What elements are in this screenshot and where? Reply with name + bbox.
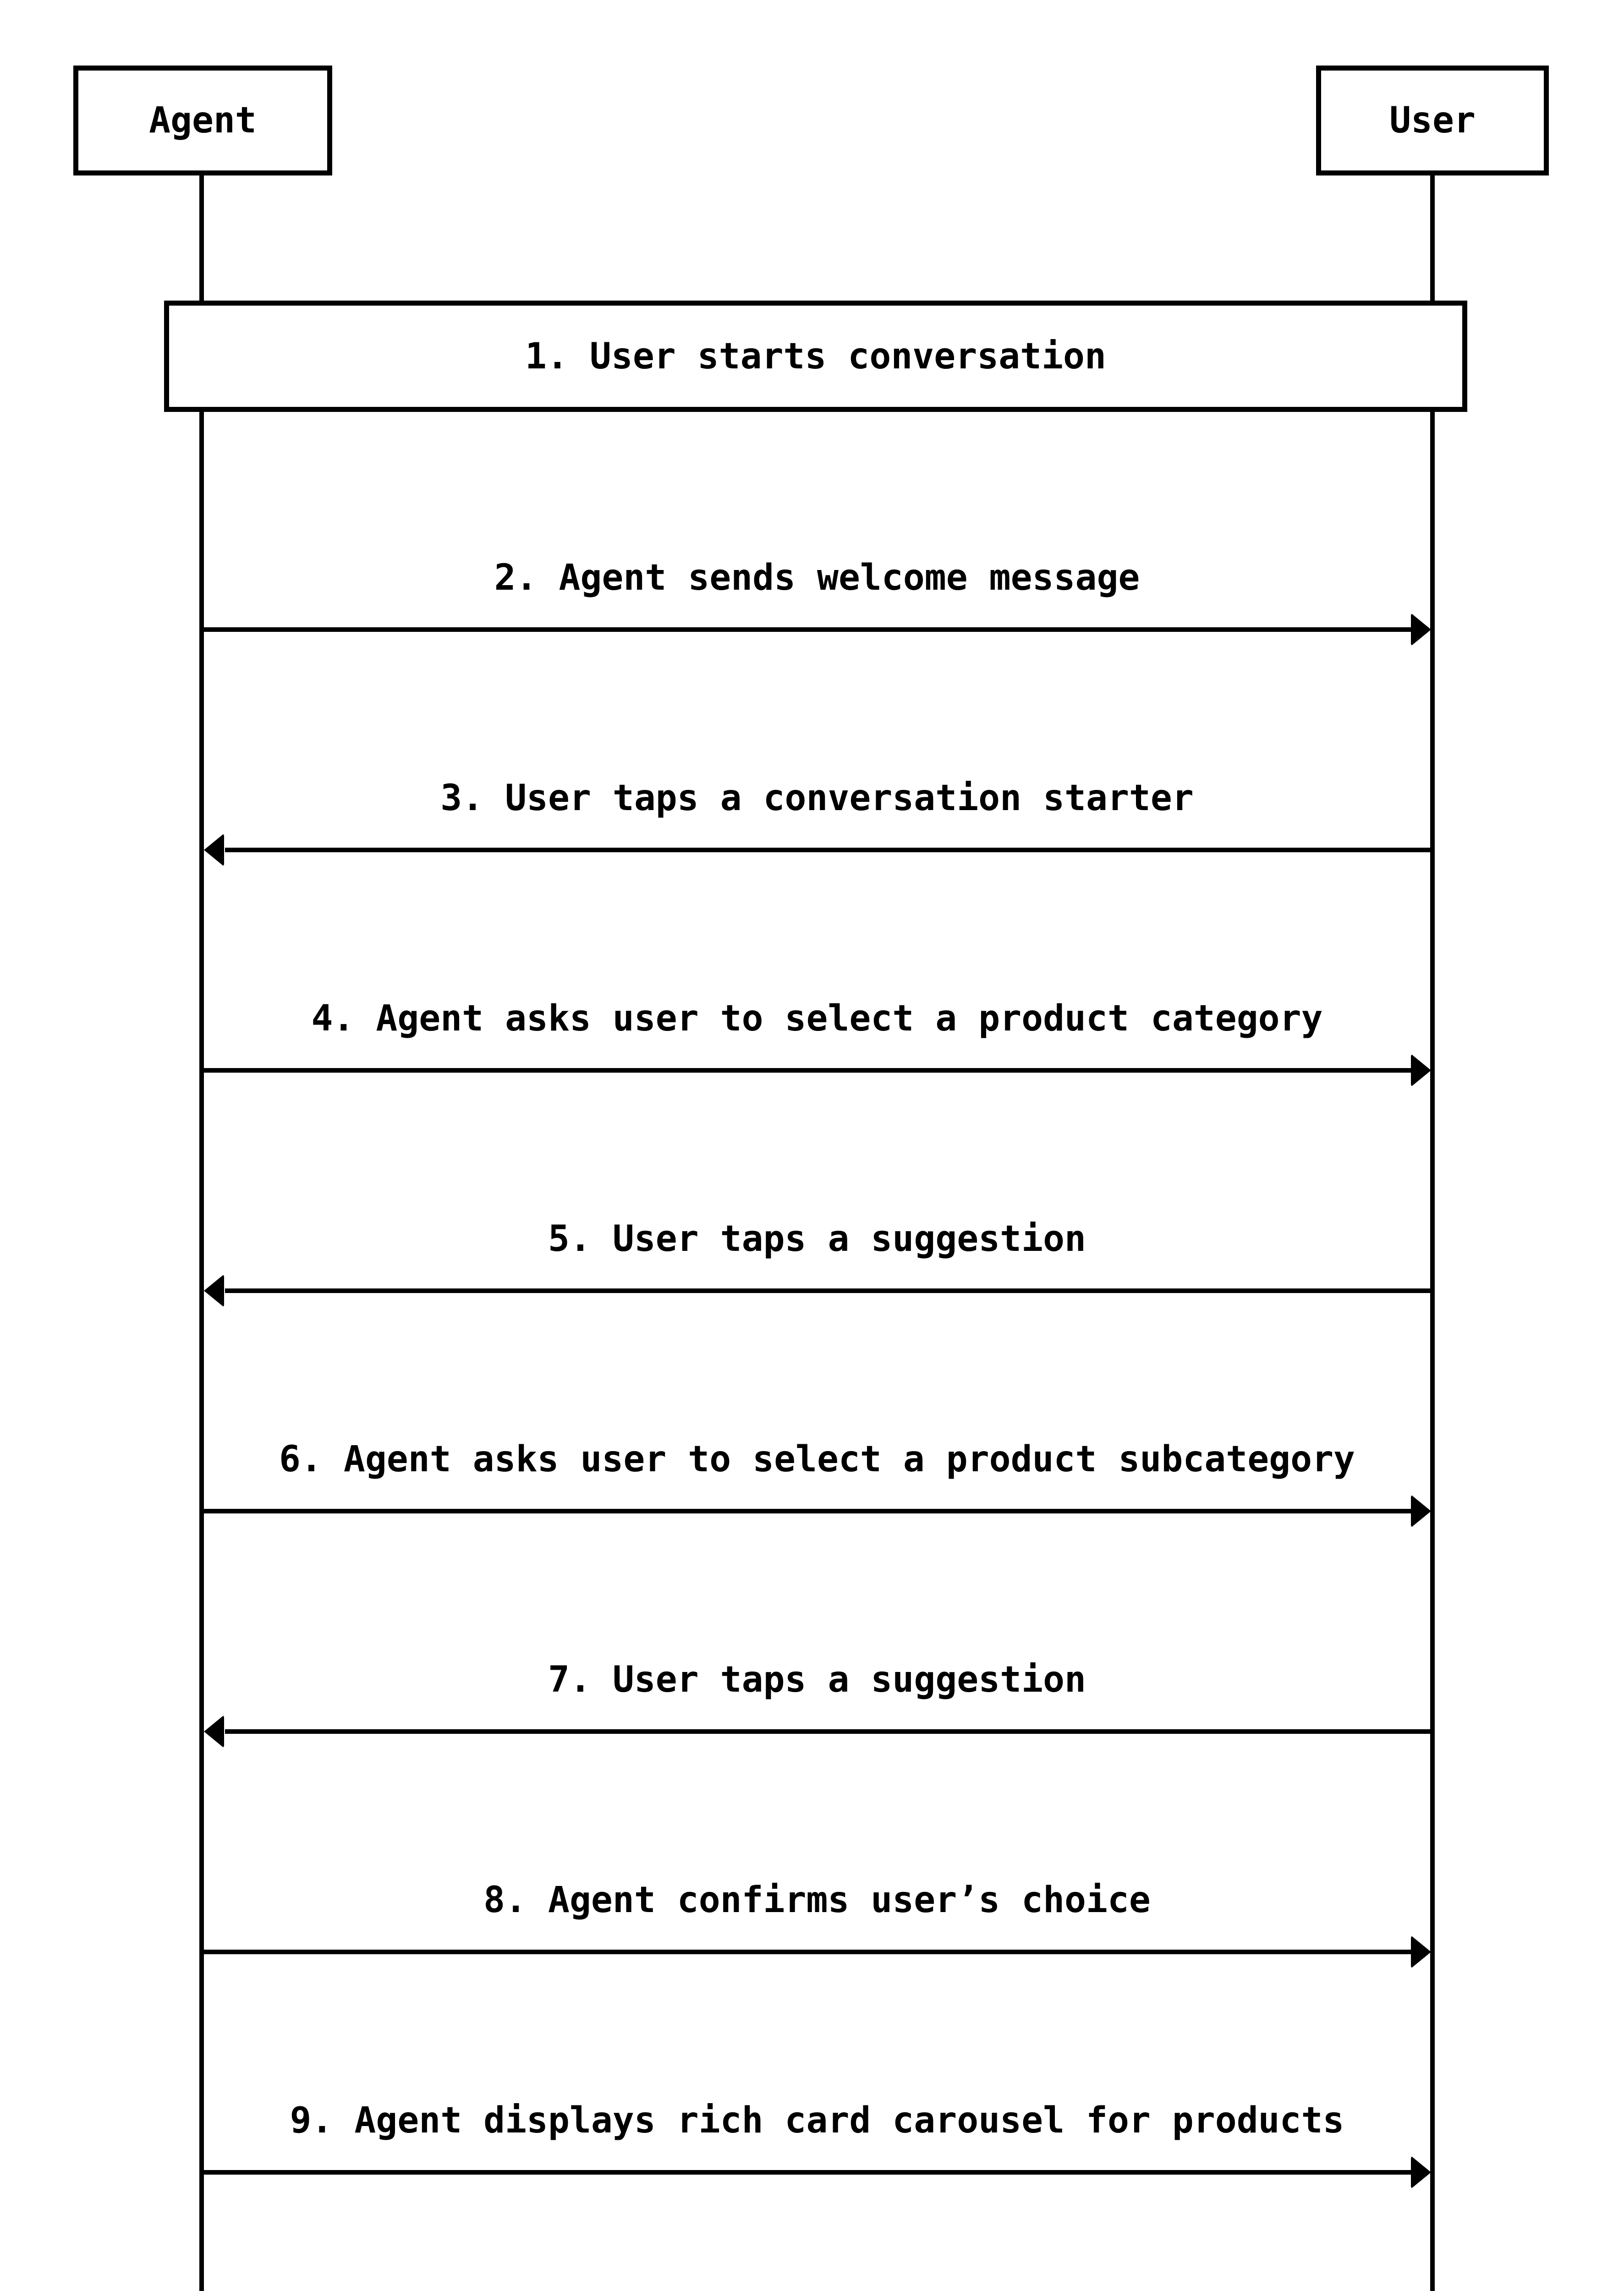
message-row-3: 3. User taps a conversation starter <box>199 778 1435 866</box>
actor-label-agent: Agent <box>149 100 257 141</box>
message-arrow-line <box>202 1068 1412 1073</box>
message-label: 4. Agent asks user to select a product c… <box>311 998 1323 1039</box>
actor-box-agent-top: Agent <box>73 66 332 175</box>
message-row-4: 4. Agent asks user to select a product c… <box>199 998 1435 1087</box>
arrowhead-right-icon <box>1411 1935 1431 1968</box>
message-label: 7. User taps a suggestion <box>548 1659 1086 1700</box>
message-label: 5. User taps a suggestion <box>548 1218 1086 1260</box>
arrowhead-left-icon <box>204 1715 224 1748</box>
lifeline-agent <box>199 175 204 2291</box>
lifeline-user <box>1430 175 1435 2291</box>
actor-box-user-top: User <box>1316 66 1549 175</box>
message-row-2: 2. Agent sends welcome message <box>199 557 1435 646</box>
arrowhead-right-icon <box>1411 1495 1431 1528</box>
message-arrow-line <box>202 1950 1412 1954</box>
message-arrow-line <box>202 1509 1412 1513</box>
message-label: 6. Agent asks user to select a product s… <box>279 1439 1355 1480</box>
message-arrow-line <box>202 2170 1412 2175</box>
message-arrow-line <box>225 1729 1432 1734</box>
message-row-7: 7. User taps a suggestion <box>199 1659 1435 1748</box>
arrowhead-right-icon <box>1411 2156 1431 2189</box>
message-row-6: 6. Agent asks user to select a product s… <box>199 1439 1435 1528</box>
message-arrow-line <box>225 848 1432 852</box>
message-label: 2. Agent sends welcome message <box>494 557 1140 598</box>
note-text: 1. User starts conversation <box>525 335 1106 377</box>
actor-label-user: User <box>1389 100 1476 141</box>
arrowhead-left-icon <box>204 1274 224 1307</box>
message-label: 3. User taps a conversation starter <box>440 778 1194 819</box>
message-row-9: 9. Agent displays rich card carousel for… <box>199 2100 1435 2189</box>
message-row-8: 8. Agent confirms user’s choice <box>199 1880 1435 1968</box>
message-arrow-line <box>225 1288 1432 1293</box>
arrowhead-left-icon <box>204 833 224 866</box>
message-label: 8. Agent confirms user’s choice <box>483 1880 1151 1921</box>
message-arrow-line <box>202 627 1412 632</box>
arrowhead-right-icon <box>1411 613 1431 646</box>
arrowhead-right-icon <box>1411 1054 1431 1087</box>
message-row-5: 5. User taps a suggestion <box>199 1218 1435 1307</box>
message-label: 9. Agent displays rich card carousel for… <box>290 2100 1344 2141</box>
note-banner: 1. User starts conversation <box>164 301 1467 412</box>
